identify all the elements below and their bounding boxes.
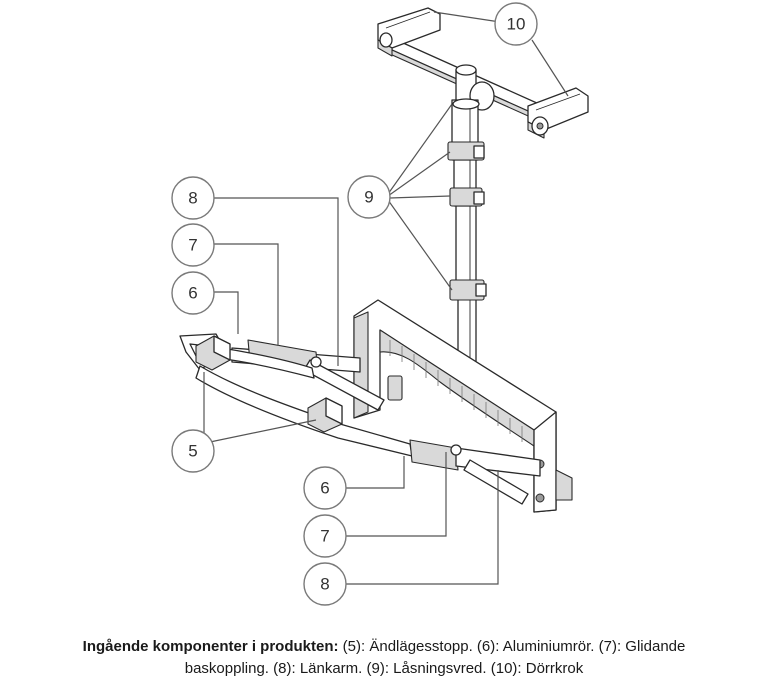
door-hook-assembly: [377, 7, 589, 139]
leader-9-a: [387, 103, 453, 195]
svg-text:8: 8: [320, 575, 329, 594]
svg-text:7: 7: [320, 527, 329, 546]
callout-5: 5: [171, 429, 215, 473]
caption-parts-1: (5): Ändlägesstopp. (6): Aluminiumrör. (…: [338, 638, 686, 655]
end-stop-upper: [195, 335, 231, 371]
bracket-hatching: [389, 340, 523, 442]
leader-9-d: [387, 199, 453, 291]
callout-9: 9: [347, 175, 391, 219]
main-arm-frame: [179, 333, 413, 457]
callout-8-bottom: 8: [303, 562, 347, 606]
callout-6-top: 6: [171, 271, 215, 315]
leader-6-top: [214, 291, 239, 334]
caption-line-2: baskoppling. (8): Länkarm. (9): Låsnings…: [184, 660, 584, 677]
leader-5-b: [209, 419, 317, 443]
locking-knob-3: [449, 279, 487, 301]
svg-text:6: 6: [320, 479, 329, 498]
lower-link-arm: [409, 439, 541, 505]
svg-text:7: 7: [188, 236, 197, 255]
leader-7-bottom: [346, 452, 447, 537]
callout-7-top: 7: [171, 223, 215, 267]
leader-lines: [203, 11, 569, 585]
caption-heading: Ingående komponenter i produkten:: [82, 638, 339, 655]
svg-text:5: 5: [188, 442, 197, 461]
leader-7-top: [214, 243, 279, 346]
svg-text:9: 9: [364, 188, 373, 207]
locking-knob-1: [447, 141, 485, 161]
leader-9-c: [389, 195, 451, 199]
leader-8-top: [214, 197, 339, 366]
svg-text:8: 8: [188, 189, 197, 208]
leader-8-bottom: [346, 470, 499, 585]
door-hook-left: [377, 7, 441, 57]
leader-10-left: [433, 11, 501, 23]
product-exploded-diagram: 10 9 8 7 6 5 6 7 8: [171, 2, 589, 606]
svg-text:6: 6: [188, 284, 197, 303]
caption-line-1: Ingående komponenter i produkten: (5): Ä…: [24, 636, 744, 658]
callout-7-bottom: 7: [303, 514, 347, 558]
end-stop-lower: [307, 397, 343, 433]
locking-knob-2: [449, 187, 485, 207]
callout-6-bottom: 6: [303, 466, 347, 510]
leader-10-right: [531, 39, 569, 97]
callout-8-top: 8: [171, 176, 215, 220]
leader-9-b: [387, 151, 451, 197]
callout-10: 10: [494, 2, 538, 46]
leader-6-bottom: [346, 456, 405, 489]
telescopic-pole: [447, 98, 487, 369]
diagram-caption: Ingående komponenter i produkten: (5): Ä…: [24, 636, 744, 680]
svg-text:10: 10: [507, 15, 526, 34]
door-hook-right: [527, 87, 589, 139]
